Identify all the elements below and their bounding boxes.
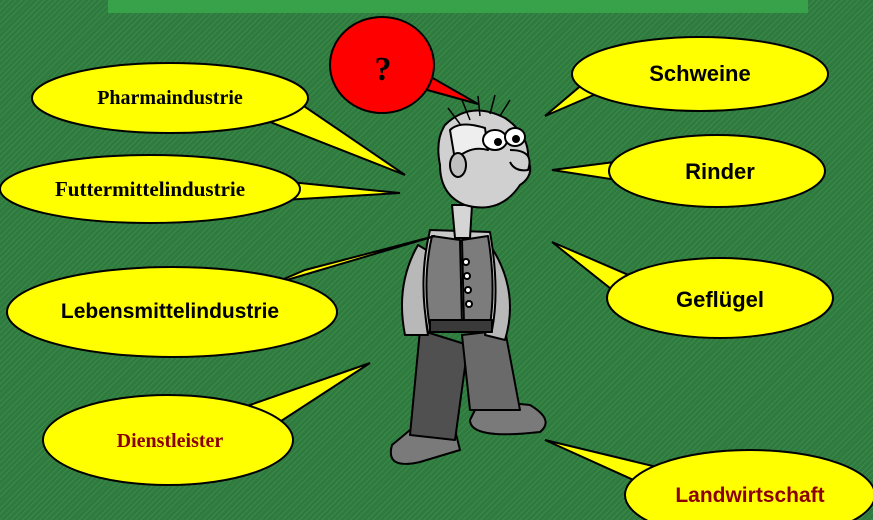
confused-farmer-icon xyxy=(389,94,547,465)
label-rinder: Rinder xyxy=(685,159,755,184)
bubble-pharma xyxy=(31,62,406,176)
label-lebensmittelindustrie: Lebensmittelindustrie xyxy=(60,300,280,323)
label-futtermittelindustrie: Futtermittelindustrie xyxy=(54,176,246,201)
bubble-lebensmittel xyxy=(6,235,436,358)
question-mark: ? xyxy=(374,51,392,88)
bubble-gefluegel xyxy=(551,241,834,339)
bubble-futter xyxy=(0,154,401,224)
bubble-landwirtschaft xyxy=(544,439,873,520)
bubble-dienst xyxy=(42,362,371,486)
label-schweine: Schweine xyxy=(649,61,751,86)
label-pharmaindustrie: Pharmaindustrie xyxy=(97,86,243,109)
bubble-schweine xyxy=(544,36,829,117)
label-landwirtschaft: Landwirtschaft xyxy=(675,484,825,507)
bubble-rinder xyxy=(551,134,826,208)
question-bubble xyxy=(329,16,479,114)
label-gefluegel: Geflügel xyxy=(675,287,764,312)
label-dienstleister: Dienstleister xyxy=(116,429,224,452)
top-bar xyxy=(108,0,808,13)
